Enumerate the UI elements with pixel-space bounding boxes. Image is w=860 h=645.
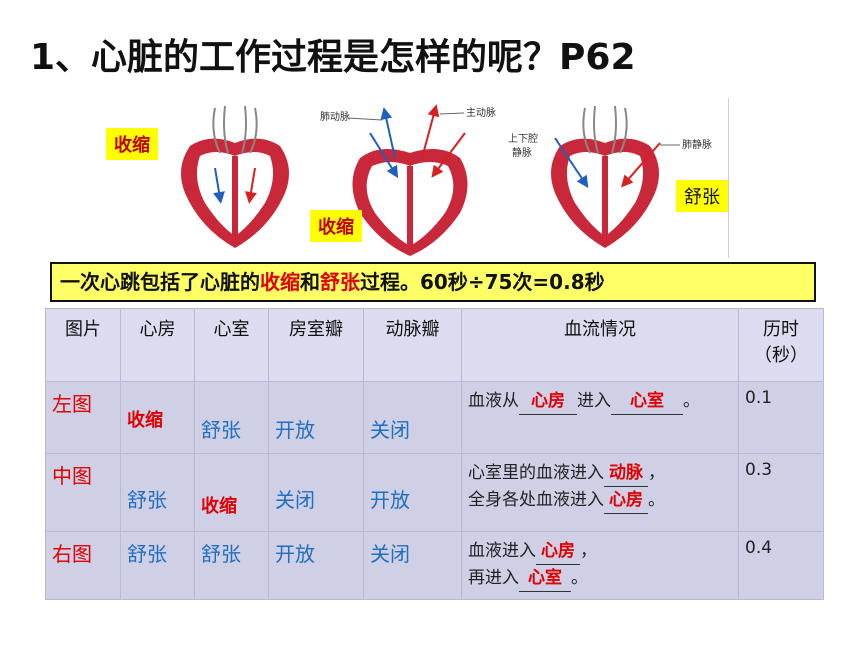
header-atrium: 心房 [120,308,195,382]
table-row: 中图 舒张 收缩 关闭 开放 心室里的血液进入动脉， 全身各处血液进入心房。 0… [45,453,824,532]
heart-right-image: 上下腔 静脉 肺静脉 [508,105,712,248]
label-pulmonary-artery: 肺动脉 [320,110,350,123]
header-picture: 图片 [45,308,121,382]
cell-atrium: 舒张 [120,531,195,600]
header-arterial-valve: 动脉瓣 [363,308,462,382]
summary-word-contract: 收缩 [260,270,300,294]
cell-av-valve: 开放 [268,381,364,454]
label-pulmonary-vein: 肺静脉 [682,138,712,151]
cell-atrium: 舒张 [120,453,195,532]
heart-diagram: 肺动脉 主动脉 上下腔 静脉 肺静脉 [181,104,712,256]
heart-middle-image: 肺动脉 主动脉 [320,104,496,256]
cell-atrium: 收缩 [120,381,195,454]
table-row: 左图 收缩 舒张 开放 关闭 血液从心房进入心室。 0.1 [45,381,824,454]
answer-blank: 心室 [519,565,571,592]
cell-blood-flow: 心室里的血液进入动脉， 全身各处血液进入心房。 [461,453,739,532]
summary-prefix: 一次心跳包括了心脏的 [60,270,260,294]
cell-blood-flow: 血液从心房进入心室。 [461,381,739,454]
table-row: 右图 舒张 舒张 开放 关闭 血液进入心房， 再进入心室。 0.4 [45,531,824,600]
page-title: 1、心脏的工作过程是怎样的呢？P62 [30,37,636,78]
answer-blank: 心房 [536,538,580,565]
header-ventricle: 心室 [194,308,269,382]
row-name: 左图 [45,381,121,454]
summary-word-relax: 舒张 [320,270,360,294]
label-vena-cava-2: 静脉 [512,146,532,159]
answer-blank: 动脉 [604,460,648,487]
summary-suffix: 过程。60秒÷75次=0.8秒 [360,270,605,294]
cell-duration: 0.1 [738,381,824,454]
cell-arterial-valve: 关闭 [363,531,462,600]
tag-left-contract: 收缩 [106,128,158,160]
label-vena-cava-1: 上下腔 [508,132,538,145]
cell-ventricle: 收缩 [194,453,269,532]
cell-duration: 0.3 [738,453,824,532]
cell-av-valve: 关闭 [268,453,364,532]
answer-blank: 心房 [519,388,577,415]
answer-blank: 心室 [611,388,683,415]
summary-and: 和 [300,270,320,294]
row-name: 右图 [45,531,121,600]
tag-right-relax: 舒张 [676,180,728,212]
heart-cycle-table: 图片 心房 心室 房室瓣 动脉瓣 血流情况 历时（秒） 左图 收缩 舒张 开放 … [45,308,824,600]
row-name: 中图 [45,453,121,532]
cell-av-valve: 开放 [268,531,364,600]
answer-blank: 心房 [604,487,648,514]
cell-arterial-valve: 关闭 [363,381,462,454]
label-aorta: 主动脉 [466,106,496,119]
cell-ventricle: 舒张 [194,381,269,454]
tag-middle-contract: 收缩 [310,210,362,242]
table-header-row: 图片 心房 心室 房室瓣 动脉瓣 血流情况 历时（秒） [45,308,824,382]
cell-arterial-valve: 开放 [363,453,462,532]
heart-left-image [181,105,289,248]
cell-duration: 0.4 [738,531,824,600]
header-av-valve: 房室瓣 [268,308,364,382]
divider-line [728,98,729,258]
header-duration: 历时（秒） [738,308,824,382]
cell-ventricle: 舒张 [194,531,269,600]
cell-blood-flow: 血液进入心房， 再进入心室。 [461,531,739,600]
summary-box: 一次心跳包括了心脏的收缩和舒张过程。60秒÷75次=0.8秒 [50,262,816,302]
header-blood-flow: 血流情况 [461,308,739,382]
